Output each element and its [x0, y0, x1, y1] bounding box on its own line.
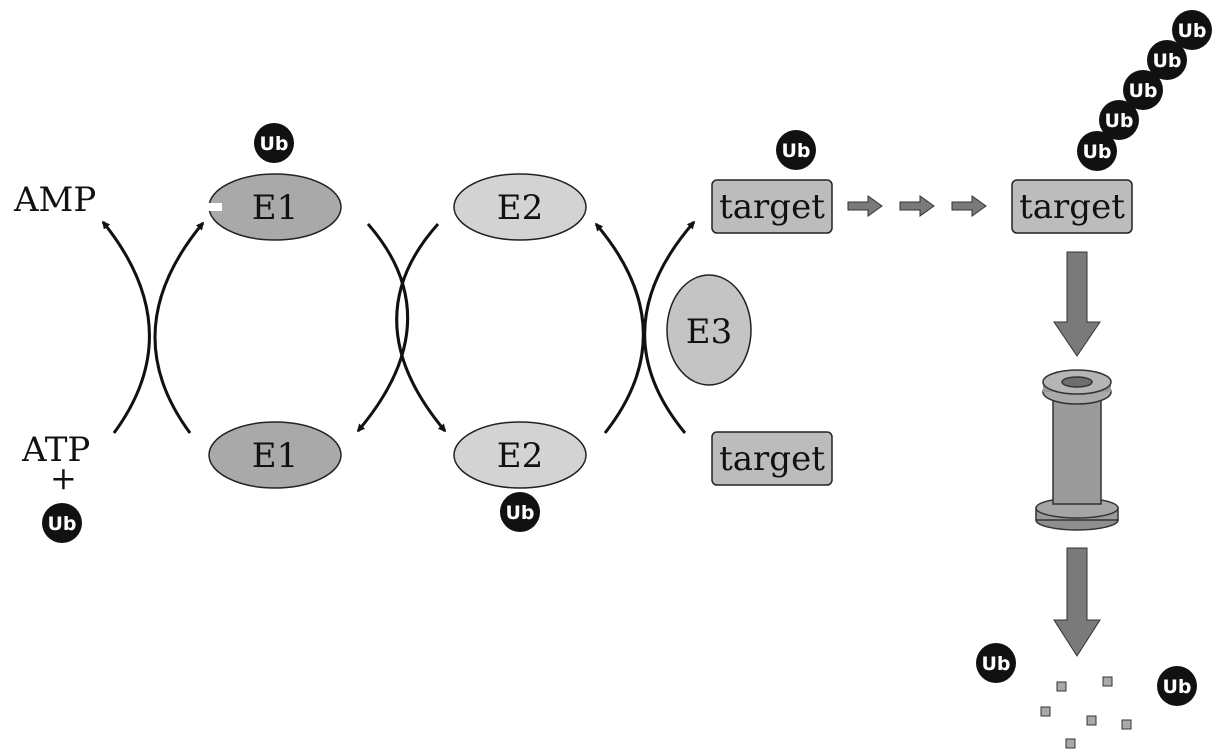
peptide-2 — [1102, 676, 1113, 687]
proteasome-pore — [1061, 376, 1093, 388]
small-arrow-2 — [899, 195, 935, 217]
ub-released-right-label: Ub — [1162, 676, 1191, 698]
e2-free-node: E2 — [453, 173, 587, 241]
ub-e1-label: Ub — [259, 133, 288, 155]
e3-node: E3 — [666, 274, 752, 386]
ub-chain-1-label: Ub — [1082, 141, 1111, 163]
target-free-box: target — [711, 431, 833, 486]
small-arrow-3 — [951, 195, 987, 217]
e1-bottom-label: E1 — [252, 436, 298, 476]
ub-e1: Ub — [254, 123, 294, 163]
e2-bottom-label: E2 — [497, 436, 543, 476]
ub-chain-3: Ub — [1123, 70, 1163, 110]
ub-e2-label: Ub — [505, 502, 534, 524]
target-ubiquitylation-arrow — [643, 220, 696, 434]
down-arrow-to-proteasome — [1053, 251, 1101, 357]
peptide-5 — [1121, 719, 1132, 730]
e1-top-label: E1 — [252, 188, 298, 228]
ub-chain-4-label: Ub — [1152, 50, 1181, 72]
ub-atp-label: Ub — [47, 513, 76, 535]
target-polyub-box: target — [1011, 179, 1133, 234]
ub-chain-1: Ub — [1077, 131, 1117, 171]
ub-chain-3-label: Ub — [1128, 80, 1157, 102]
ub-released-left: Ub — [976, 643, 1016, 683]
ub-target-label: Ub — [781, 140, 810, 162]
proteasome — [1035, 369, 1119, 531]
e2-charge-arrow — [395, 222, 447, 433]
atp-label: ATP — [21, 430, 90, 470]
ub-released-right: Ub — [1157, 666, 1197, 706]
e1-release-arrow — [356, 223, 409, 433]
peptide-3 — [1040, 706, 1051, 717]
amp-label: AMP — [13, 180, 96, 220]
e2-ub-node: E2 — [453, 421, 587, 489]
peptide-6 — [1065, 738, 1076, 749]
target-ub-box: target — [711, 179, 833, 234]
e1-free-node: E1 — [208, 421, 342, 489]
peptide-fragments — [1040, 676, 1132, 749]
peptide-1 — [1056, 681, 1067, 692]
reaction-arrows — [101, 220, 696, 434]
down-arrow-to-peptides — [1053, 547, 1101, 657]
ub-chain-4: Ub — [1147, 40, 1187, 80]
ub-chain-2-label: Ub — [1104, 110, 1133, 132]
progression-arrows — [847, 195, 987, 217]
ub-chain-5-label: Ub — [1177, 20, 1206, 42]
ub-chain-5: Ub — [1172, 10, 1212, 50]
polyub-chain: Ub Ub Ub Ub Ub — [1077, 10, 1212, 171]
atp-to-amp-arrow — [101, 220, 151, 434]
e1-activation-arrow — [153, 221, 205, 434]
target-ub-label: target — [719, 187, 825, 227]
e2-return-arrow — [594, 222, 645, 434]
ub-target: Ub — [776, 130, 816, 170]
target-free-label: target — [719, 439, 825, 479]
ub-chain-2: Ub — [1099, 100, 1139, 140]
ub-e2: Ub — [500, 492, 540, 532]
plus-sign: + — [50, 459, 77, 497]
e2-top-label: E2 — [497, 188, 543, 228]
target-polyub-label: target — [1019, 187, 1125, 227]
e3-label: E3 — [686, 312, 732, 352]
active-site-notch — [208, 203, 222, 211]
ub-released-left-label: Ub — [981, 653, 1010, 675]
peptide-4 — [1086, 715, 1097, 726]
small-arrow-1 — [847, 195, 883, 217]
e1-ub-node: E1 — [208, 173, 342, 241]
ub-atp: Ub — [42, 503, 82, 543]
